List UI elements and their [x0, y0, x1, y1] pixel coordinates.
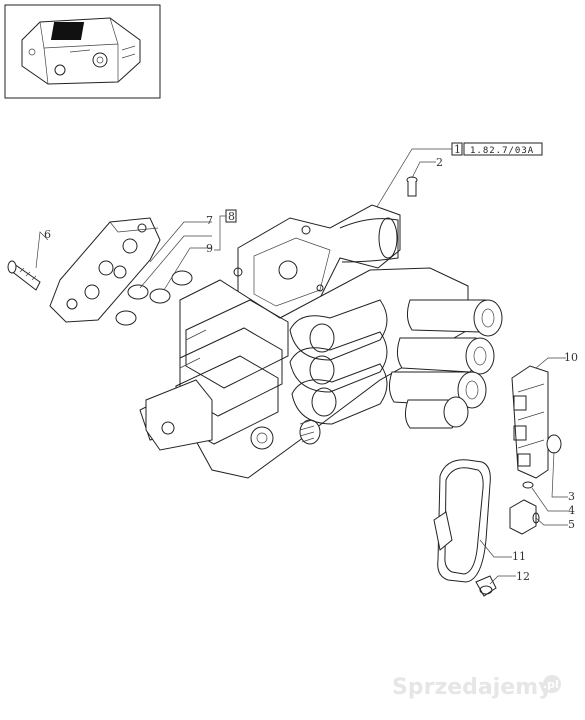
callout-11: 11: [512, 550, 526, 563]
callout-12: 12: [516, 570, 530, 583]
watermark: Sprzedajemy .pl: [392, 675, 561, 700]
reference-code: 1.82.7/03A: [470, 146, 534, 156]
callout-2: 2: [436, 156, 443, 169]
screw-item-2: [406, 176, 418, 197]
o-rings-items-7-9: [115, 270, 193, 326]
leader-lines: [35, 161, 568, 585]
gasket-item-11: [433, 459, 491, 583]
seal-kit-label: 8: [228, 210, 235, 223]
solenoid-coils: [388, 299, 503, 429]
location-thumbnail: [4, 4, 161, 99]
watermark-brand: Sprzedajemy: [392, 675, 553, 700]
ring-item-4: [522, 481, 534, 489]
cover-plate: [49, 217, 161, 323]
callout-10: 10: [564, 351, 578, 364]
plug-item-3: [546, 434, 562, 454]
seal-kit-box: 8: [214, 209, 237, 251]
plug-item-12: [475, 575, 497, 597]
callout-labels: 6 2 7 9 10 3 4 5 11 12: [44, 156, 578, 583]
callout-5: 5: [568, 518, 575, 531]
group-reference: 1 1.82.7/03A: [371, 142, 543, 216]
callout-9: 9: [206, 242, 213, 255]
group-box-label: 1: [454, 143, 461, 156]
bolt-item-6: [7, 260, 41, 291]
callout-3: 3: [568, 490, 575, 503]
callout-7: 7: [206, 214, 213, 227]
connector-item-5: [509, 499, 540, 535]
watermark-suffix: .pl: [543, 678, 559, 691]
valve-assembly: [139, 204, 503, 479]
callout-6: 6: [44, 228, 51, 241]
callout-4: 4: [568, 504, 575, 517]
connector-item-10: [511, 365, 549, 479]
